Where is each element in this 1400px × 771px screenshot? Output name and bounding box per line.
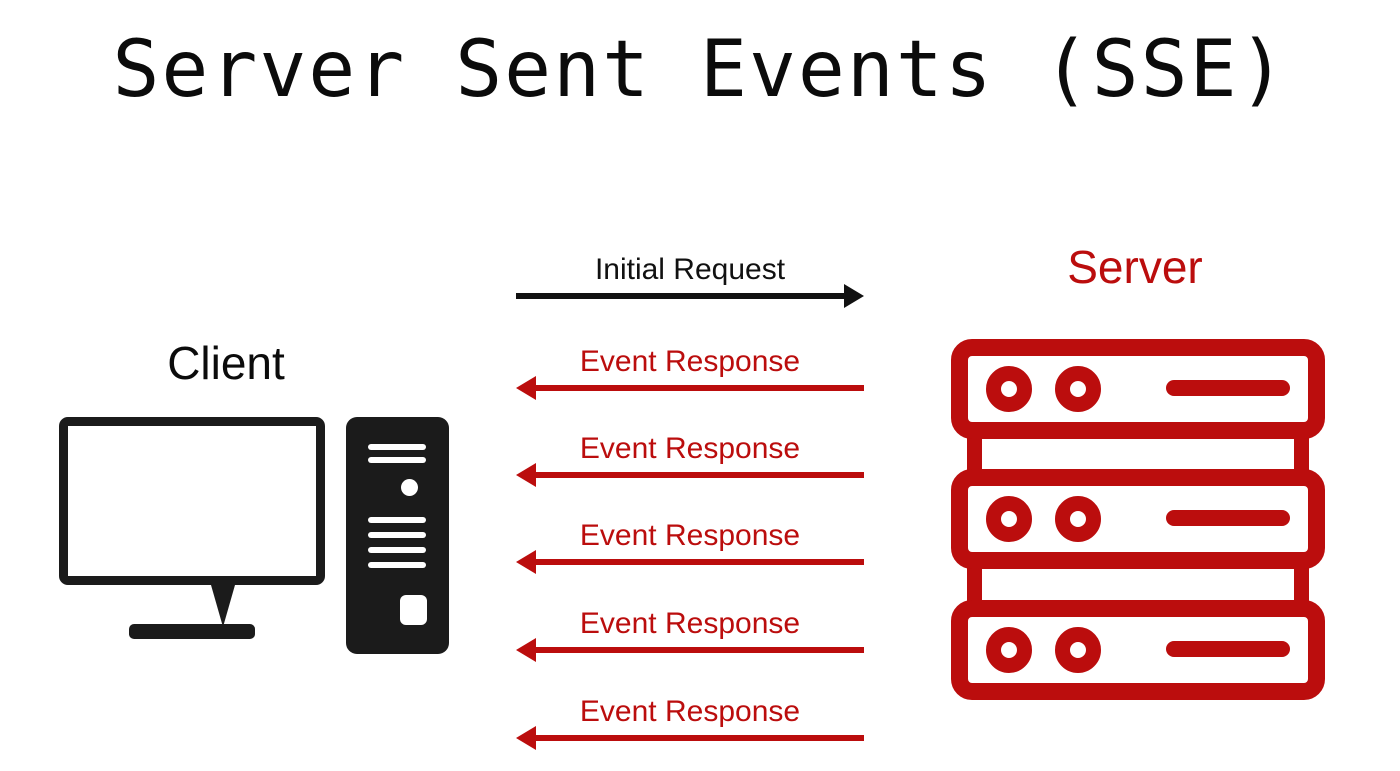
computer-tower-icon [346, 417, 449, 654]
rack-connector-post [1294, 433, 1309, 475]
drive-bay-icon [400, 595, 427, 625]
server-slot-bar [1166, 510, 1290, 526]
rack-connector-post [967, 433, 982, 475]
rack-connector-post [1294, 564, 1309, 606]
server-unit [951, 469, 1325, 569]
message-label: Event Response [579, 607, 801, 640]
server-slot-bar [1166, 641, 1290, 657]
message-arrow-6: Event Response [516, 694, 864, 750]
message-arrow-line [533, 559, 864, 565]
message-arrow-line [533, 647, 864, 653]
message-label: Event Response [579, 695, 801, 728]
desktop-computer-icon [55, 412, 455, 654]
page-title: Server Sent Events (SSE) [112, 25, 1288, 115]
message-arrow-line [533, 385, 864, 391]
server-slot-bar [1166, 380, 1290, 396]
message-arrow-line [533, 735, 864, 741]
server-label: Server [1067, 241, 1203, 293]
monitor-screen-icon [59, 417, 325, 585]
rack-connector-post [967, 564, 982, 606]
message-arrow-5: Event Response [516, 606, 864, 662]
message-label: Event Response [579, 432, 801, 465]
message-label: Event Response [579, 345, 801, 378]
message-arrow-3: Event Response [516, 431, 864, 487]
monitor-stand-icon [211, 585, 235, 627]
server-unit-face [968, 617, 1308, 683]
message-arrow-head [844, 284, 864, 308]
tower-vent-line [368, 457, 426, 463]
message-arrow-head [516, 726, 536, 750]
server-led-icon [986, 496, 1032, 542]
monitor-base-icon [129, 624, 255, 639]
tower-vent-line [368, 532, 426, 538]
message-label: Event Response [579, 519, 801, 552]
tower-vent-line [368, 517, 426, 523]
message-arrow-head [516, 550, 536, 574]
message-arrow-4: Event Response [516, 518, 864, 574]
server-unit-face [968, 356, 1308, 422]
server-led-icon [1055, 496, 1101, 542]
server-led-icon [986, 366, 1032, 412]
server-unit [951, 600, 1325, 700]
server-led-icon [1055, 366, 1101, 412]
server-led-icon [1055, 627, 1101, 673]
message-arrow-head [516, 463, 536, 487]
message-label: Initial Request [594, 253, 786, 286]
server-unit-face [968, 486, 1308, 552]
server-unit [951, 339, 1325, 439]
message-arrow-head [516, 638, 536, 662]
tower-vent-line [368, 562, 426, 568]
server-led-icon [986, 627, 1032, 673]
client-label: Client [167, 337, 285, 389]
message-arrow-line [533, 472, 864, 478]
message-arrow-head [516, 376, 536, 400]
message-arrow-1: Initial Request [516, 252, 864, 308]
server-rack-icon [951, 339, 1325, 713]
tower-vent-line [368, 444, 426, 450]
power-button-icon [401, 479, 418, 496]
message-arrow-2: Event Response [516, 344, 864, 400]
tower-vent-line [368, 547, 426, 553]
message-arrow-line [516, 293, 847, 299]
